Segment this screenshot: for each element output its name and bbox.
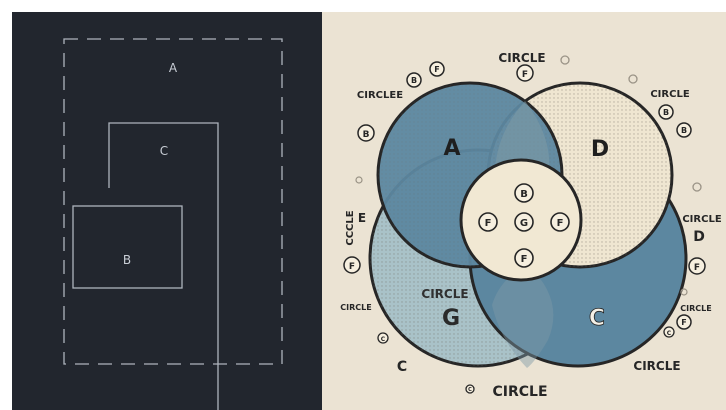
svg-text:F: F (434, 65, 439, 74)
label-right-d: D (693, 229, 705, 245)
svg-text:B: B (411, 76, 417, 85)
svg-text:C: C (667, 330, 672, 337)
inner-circle-label: CIRCLE (421, 287, 468, 301)
label-top-left: CIRCLEE (357, 90, 403, 101)
svg-text:C: C (381, 336, 386, 343)
label-left-e: E (358, 211, 366, 225)
outer-badge-top-left-2: B (406, 72, 422, 88)
svg-text:F: F (349, 262, 355, 272)
outer-badge-right-1: B (658, 104, 674, 120)
box-c-label: C (160, 144, 168, 158)
left-panel-background (12, 12, 322, 410)
svg-text:B: B (520, 189, 528, 200)
left-panel: A C B (12, 12, 322, 410)
center-badge-left: F (478, 212, 498, 232)
outer-badge-right-2: B (676, 122, 692, 138)
outer-badge-left-b: B (357, 124, 375, 142)
box-b: B (72, 205, 183, 289)
box-b-outline (72, 205, 183, 289)
svg-text:F: F (521, 254, 528, 265)
svg-text:F: F (681, 318, 686, 327)
right-panel: B F G F F A D G C CIRCLE (322, 12, 726, 410)
decorative-dot (692, 182, 702, 192)
outer-badge-bottom-left: C (377, 332, 389, 344)
svg-text:B: B (363, 130, 370, 140)
label-bottom-right: CIRCLE (633, 359, 680, 373)
svg-text:F: F (694, 263, 700, 273)
svg-text:G: G (520, 218, 528, 229)
svg-text:C: C (468, 387, 472, 393)
decorative-dot (560, 55, 570, 65)
outer-badge-top: F (516, 64, 534, 82)
outer-badge-right-lower: F (676, 314, 692, 330)
svg-text:F: F (557, 218, 564, 229)
decorative-dot (628, 74, 638, 84)
svg-text:B: B (663, 108, 669, 117)
box-a-label: A (169, 61, 178, 75)
label-bottom-left-c: C (397, 359, 407, 375)
letter-a: A (443, 136, 460, 161)
outer-badge-bottom: C (465, 384, 475, 394)
label-left-vertical: CCCLE (345, 210, 356, 245)
label-left-small: CIRCLE (340, 303, 371, 312)
box-a: A (63, 38, 283, 365)
label-bottom: CIRCLE (492, 384, 547, 400)
svg-text:B: B (681, 126, 687, 135)
center-badge-right: F (550, 212, 570, 232)
svg-text:F: F (522, 70, 528, 80)
label-top-right: CIRCLE (650, 89, 689, 100)
box-c: C (108, 122, 219, 410)
box-c-outline (108, 122, 219, 410)
box-b-label: B (123, 253, 131, 267)
label-top: CIRCLE (498, 51, 545, 65)
decorative-dot (680, 288, 688, 296)
label-right-small: CIRCLE (680, 304, 711, 313)
outer-badge-right-f: F (688, 257, 706, 275)
center-circle: B F G F F (459, 158, 583, 282)
decorative-dot (355, 176, 363, 184)
outer-badge-bottom-right: C (663, 326, 675, 338)
bottom-intersection-lens (492, 265, 554, 368)
svg-text:F: F (485, 218, 492, 229)
letter-d: D (591, 137, 609, 162)
center-badge-bottom: F (514, 248, 534, 268)
outer-badge-top-left-1: F (429, 61, 445, 77)
letter-g: G (442, 306, 460, 331)
center-badge-top: B (514, 183, 534, 203)
outer-badge-left-f: F (343, 256, 361, 274)
letter-c: C (589, 306, 605, 331)
label-right: CIRCLE (682, 214, 721, 225)
center-badge-middle: G (514, 212, 534, 232)
box-a-outline (63, 38, 283, 365)
